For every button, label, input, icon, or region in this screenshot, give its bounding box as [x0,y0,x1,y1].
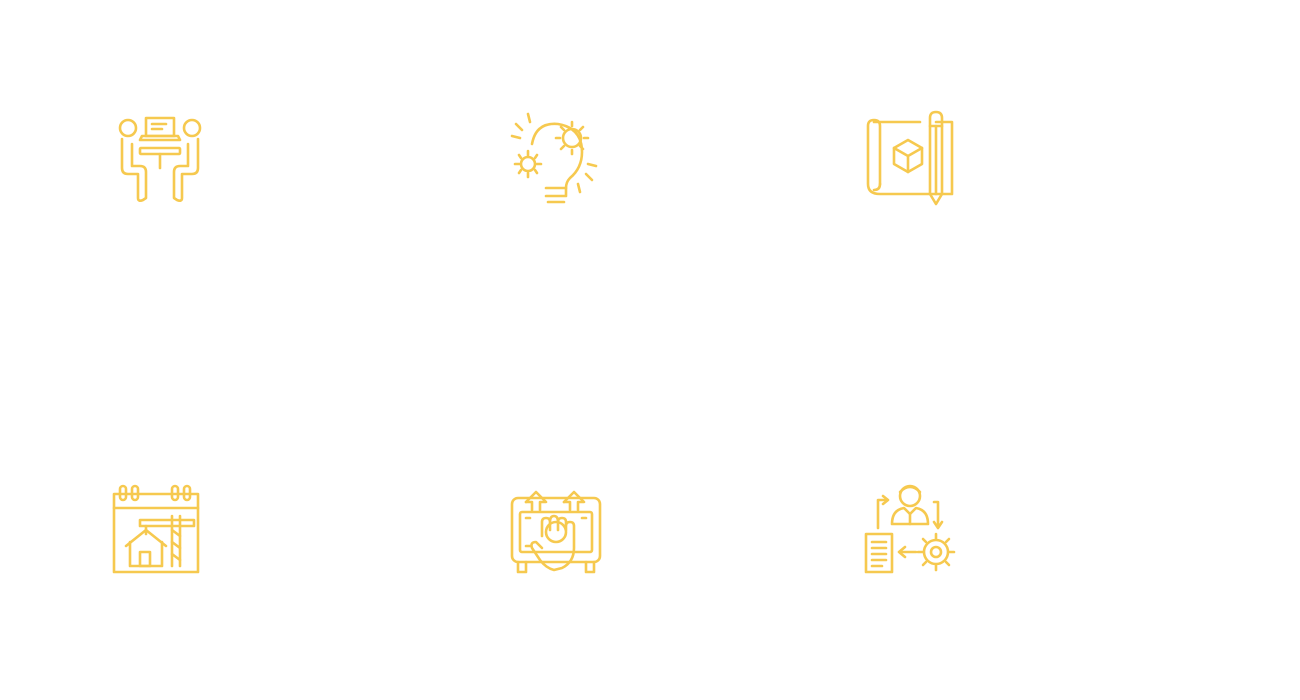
idea-gears-lightbulb-icon [506,106,606,206]
cost-reduction-money-icon [506,478,606,578]
construction-schedule-icon [106,480,206,580]
blueprint-design-icon [860,106,960,206]
consultation-meeting-icon [110,106,210,206]
project-management-workflow-icon [860,478,960,578]
